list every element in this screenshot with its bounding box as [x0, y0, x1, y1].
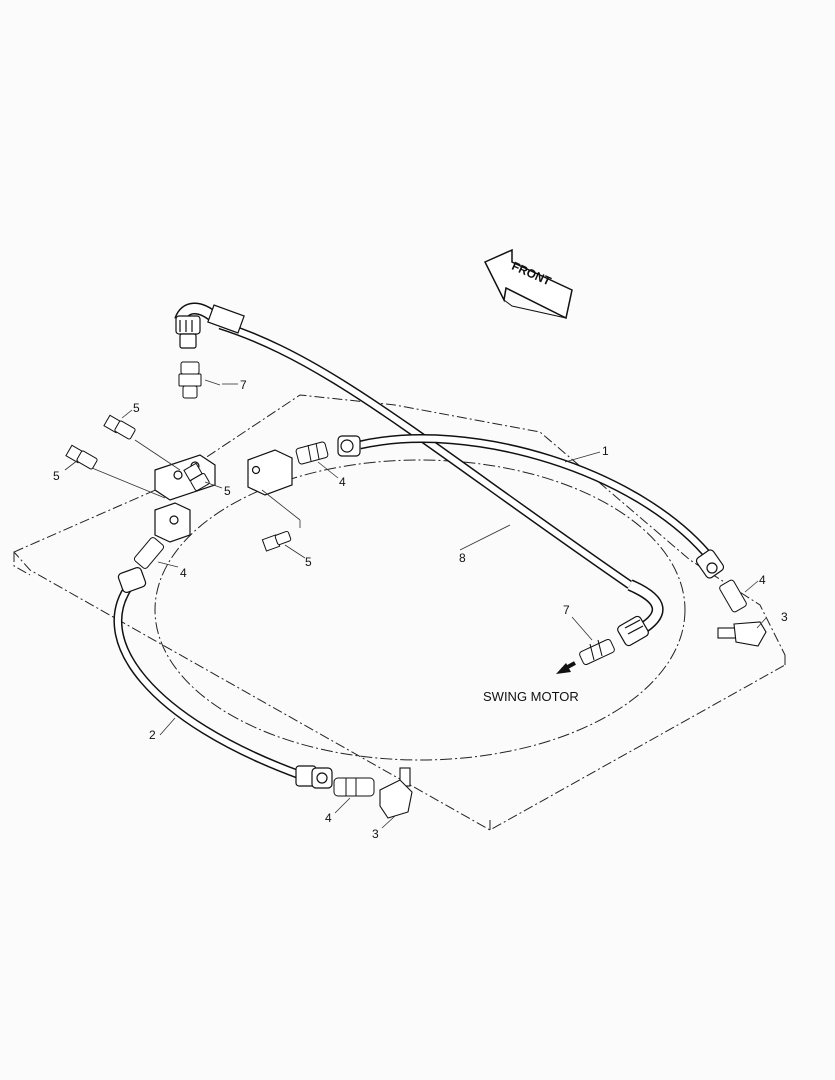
hose-2: [113, 582, 302, 780]
hose-8-end-fitting-bottom: [617, 615, 649, 647]
swing-motor-label: SWING MOTOR: [483, 689, 579, 704]
elbow-3-b: [379, 767, 413, 819]
callout-4-top: 4: [339, 475, 346, 489]
callout-8: 8: [459, 551, 466, 565]
callout-5-top: 5: [133, 401, 140, 415]
manifold-block-left: [154, 454, 216, 543]
callouts: 1 2 3 3 4 4 4 4 5 5 5 5 7 7 8: [53, 378, 788, 841]
callout-4-left: 4: [180, 566, 187, 580]
callout-3-bottom: 3: [372, 827, 379, 841]
callout-4-bottom: 4: [325, 811, 332, 825]
hose-2-end-fitting-a: [117, 567, 147, 593]
callout-1: 1: [602, 444, 609, 458]
callout-5-block: 5: [224, 484, 231, 498]
callout-7-top: 7: [240, 378, 247, 392]
hose-2-end-fitting-b: [295, 765, 333, 789]
fitting-5-d: [261, 530, 292, 552]
fitting-4-a: [295, 441, 329, 465]
fitting-5-b: [65, 444, 98, 470]
callout-2: 2: [149, 728, 156, 742]
fitting-7-b: [579, 638, 615, 666]
leader-lines: [64, 379, 767, 829]
fitting-5-c: [183, 462, 210, 491]
callout-3-right: 3: [781, 610, 788, 624]
fitting-5-a: [103, 414, 136, 440]
base-plate: [13, 394, 786, 831]
fitting-4-b: [133, 537, 165, 569]
hose-1-end-fitting-b: [695, 549, 725, 579]
front-arrow: FRONT: [483, 248, 573, 320]
hose-1: [359, 434, 716, 563]
hose-8-end-fitting-top: [175, 315, 201, 349]
hose-1-end-fitting-a: [337, 435, 361, 457]
fitting-4-c: [719, 579, 747, 613]
callout-5-left: 5: [53, 469, 60, 483]
callout-7-right: 7: [563, 603, 570, 617]
callout-4-right: 4: [759, 573, 766, 587]
elbow-3-a: [717, 621, 767, 647]
fitting-7-a: [178, 361, 202, 399]
callout-5-lower: 5: [305, 555, 312, 569]
turntable-ring: [154, 459, 686, 761]
swing-motor-arrow: [556, 661, 576, 674]
manifold-block-right: [247, 449, 293, 496]
fitting-4-d: [333, 777, 375, 797]
